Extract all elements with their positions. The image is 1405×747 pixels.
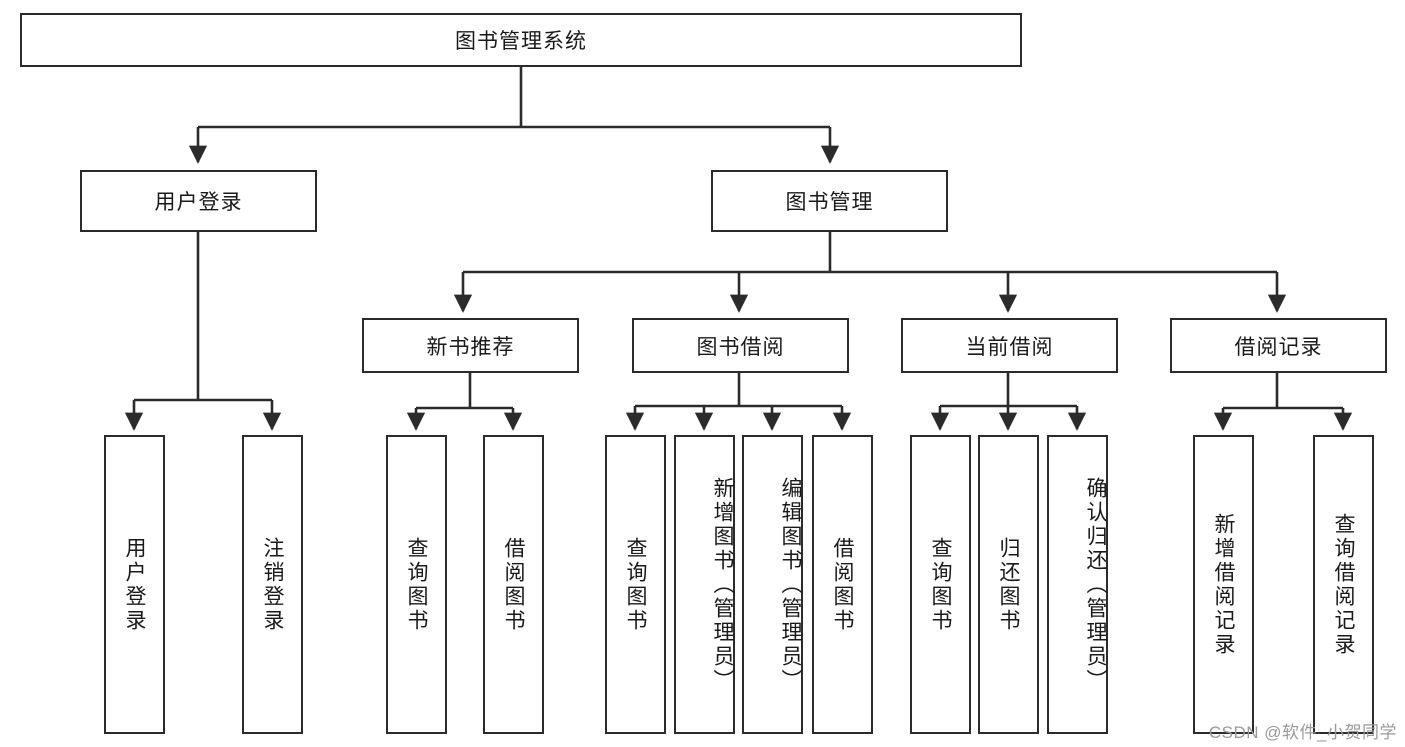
node-book-manage[interactable]: 图书管理	[711, 170, 948, 232]
node-leaf-logout[interactable]: 注销登录	[242, 435, 303, 734]
node-book-manage-label: 图书管理	[785, 191, 874, 214]
node-leaf-add-record-label: 新增借阅记录	[1212, 512, 1235, 657]
node-leaf-query-book-3-label: 查询图书	[929, 536, 952, 633]
node-leaf-logout-label: 注销登录	[261, 536, 284, 633]
node-leaf-query-record-label: 查询借阅记录	[1332, 512, 1355, 657]
node-leaf-add-book-label: 新增图书（管理员）	[711, 476, 734, 693]
node-root-label: 图书管理系统	[455, 30, 587, 53]
node-leaf-query-book-3[interactable]: 查询图书	[910, 435, 971, 734]
node-leaf-return-book[interactable]: 归还图书	[978, 435, 1039, 734]
node-leaf-add-record[interactable]: 新增借阅记录	[1193, 435, 1254, 734]
node-borrow-record-label: 借阅记录	[1234, 335, 1323, 359]
node-current-borrow[interactable]: 当前借阅	[901, 318, 1118, 373]
node-user-login[interactable]: 用户登录	[80, 170, 317, 232]
node-root[interactable]: 图书管理系统	[20, 13, 1022, 67]
watermark: CSDN @软件_小贺同学	[1208, 723, 1397, 742]
node-leaf-edit-book[interactable]: 编辑图书（管理员）	[742, 435, 803, 734]
node-leaf-borrow-book-1-label: 借阅图书	[502, 536, 525, 633]
node-new-book-rec[interactable]: 新书推荐	[362, 318, 579, 373]
node-leaf-query-book-1-label: 查询图书	[405, 536, 428, 633]
node-leaf-user-login-label: 用户登录	[123, 536, 146, 633]
node-leaf-query-book-2-label: 查询图书	[624, 536, 647, 633]
node-leaf-borrow-book-2[interactable]: 借阅图书	[812, 435, 873, 734]
node-borrow-record[interactable]: 借阅记录	[1170, 318, 1387, 373]
node-leaf-query-book-1[interactable]: 查询图书	[386, 435, 447, 734]
node-user-login-label: 用户登录	[154, 191, 243, 214]
node-leaf-return-book-label: 归还图书	[997, 536, 1020, 633]
node-book-borrow-label: 图书借阅	[696, 335, 785, 359]
node-leaf-query-book-2[interactable]: 查询图书	[605, 435, 666, 734]
node-leaf-user-login[interactable]: 用户登录	[104, 435, 165, 734]
node-leaf-borrow-book-2-label: 借阅图书	[831, 536, 854, 633]
node-leaf-borrow-book-1[interactable]: 借阅图书	[483, 435, 544, 734]
node-leaf-confirm-return-label: 确认归还（管理员）	[1084, 476, 1107, 693]
node-leaf-edit-book-label: 编辑图书（管理员）	[779, 476, 802, 693]
node-leaf-add-book[interactable]: 新增图书（管理员）	[674, 435, 735, 734]
node-current-borrow-label: 当前借阅	[965, 335, 1054, 359]
node-leaf-confirm-return[interactable]: 确认归还（管理员）	[1047, 435, 1108, 734]
node-new-book-rec-label: 新书推荐	[426, 335, 515, 359]
node-leaf-query-record[interactable]: 查询借阅记录	[1313, 435, 1374, 734]
node-book-borrow[interactable]: 图书借阅	[632, 318, 849, 373]
